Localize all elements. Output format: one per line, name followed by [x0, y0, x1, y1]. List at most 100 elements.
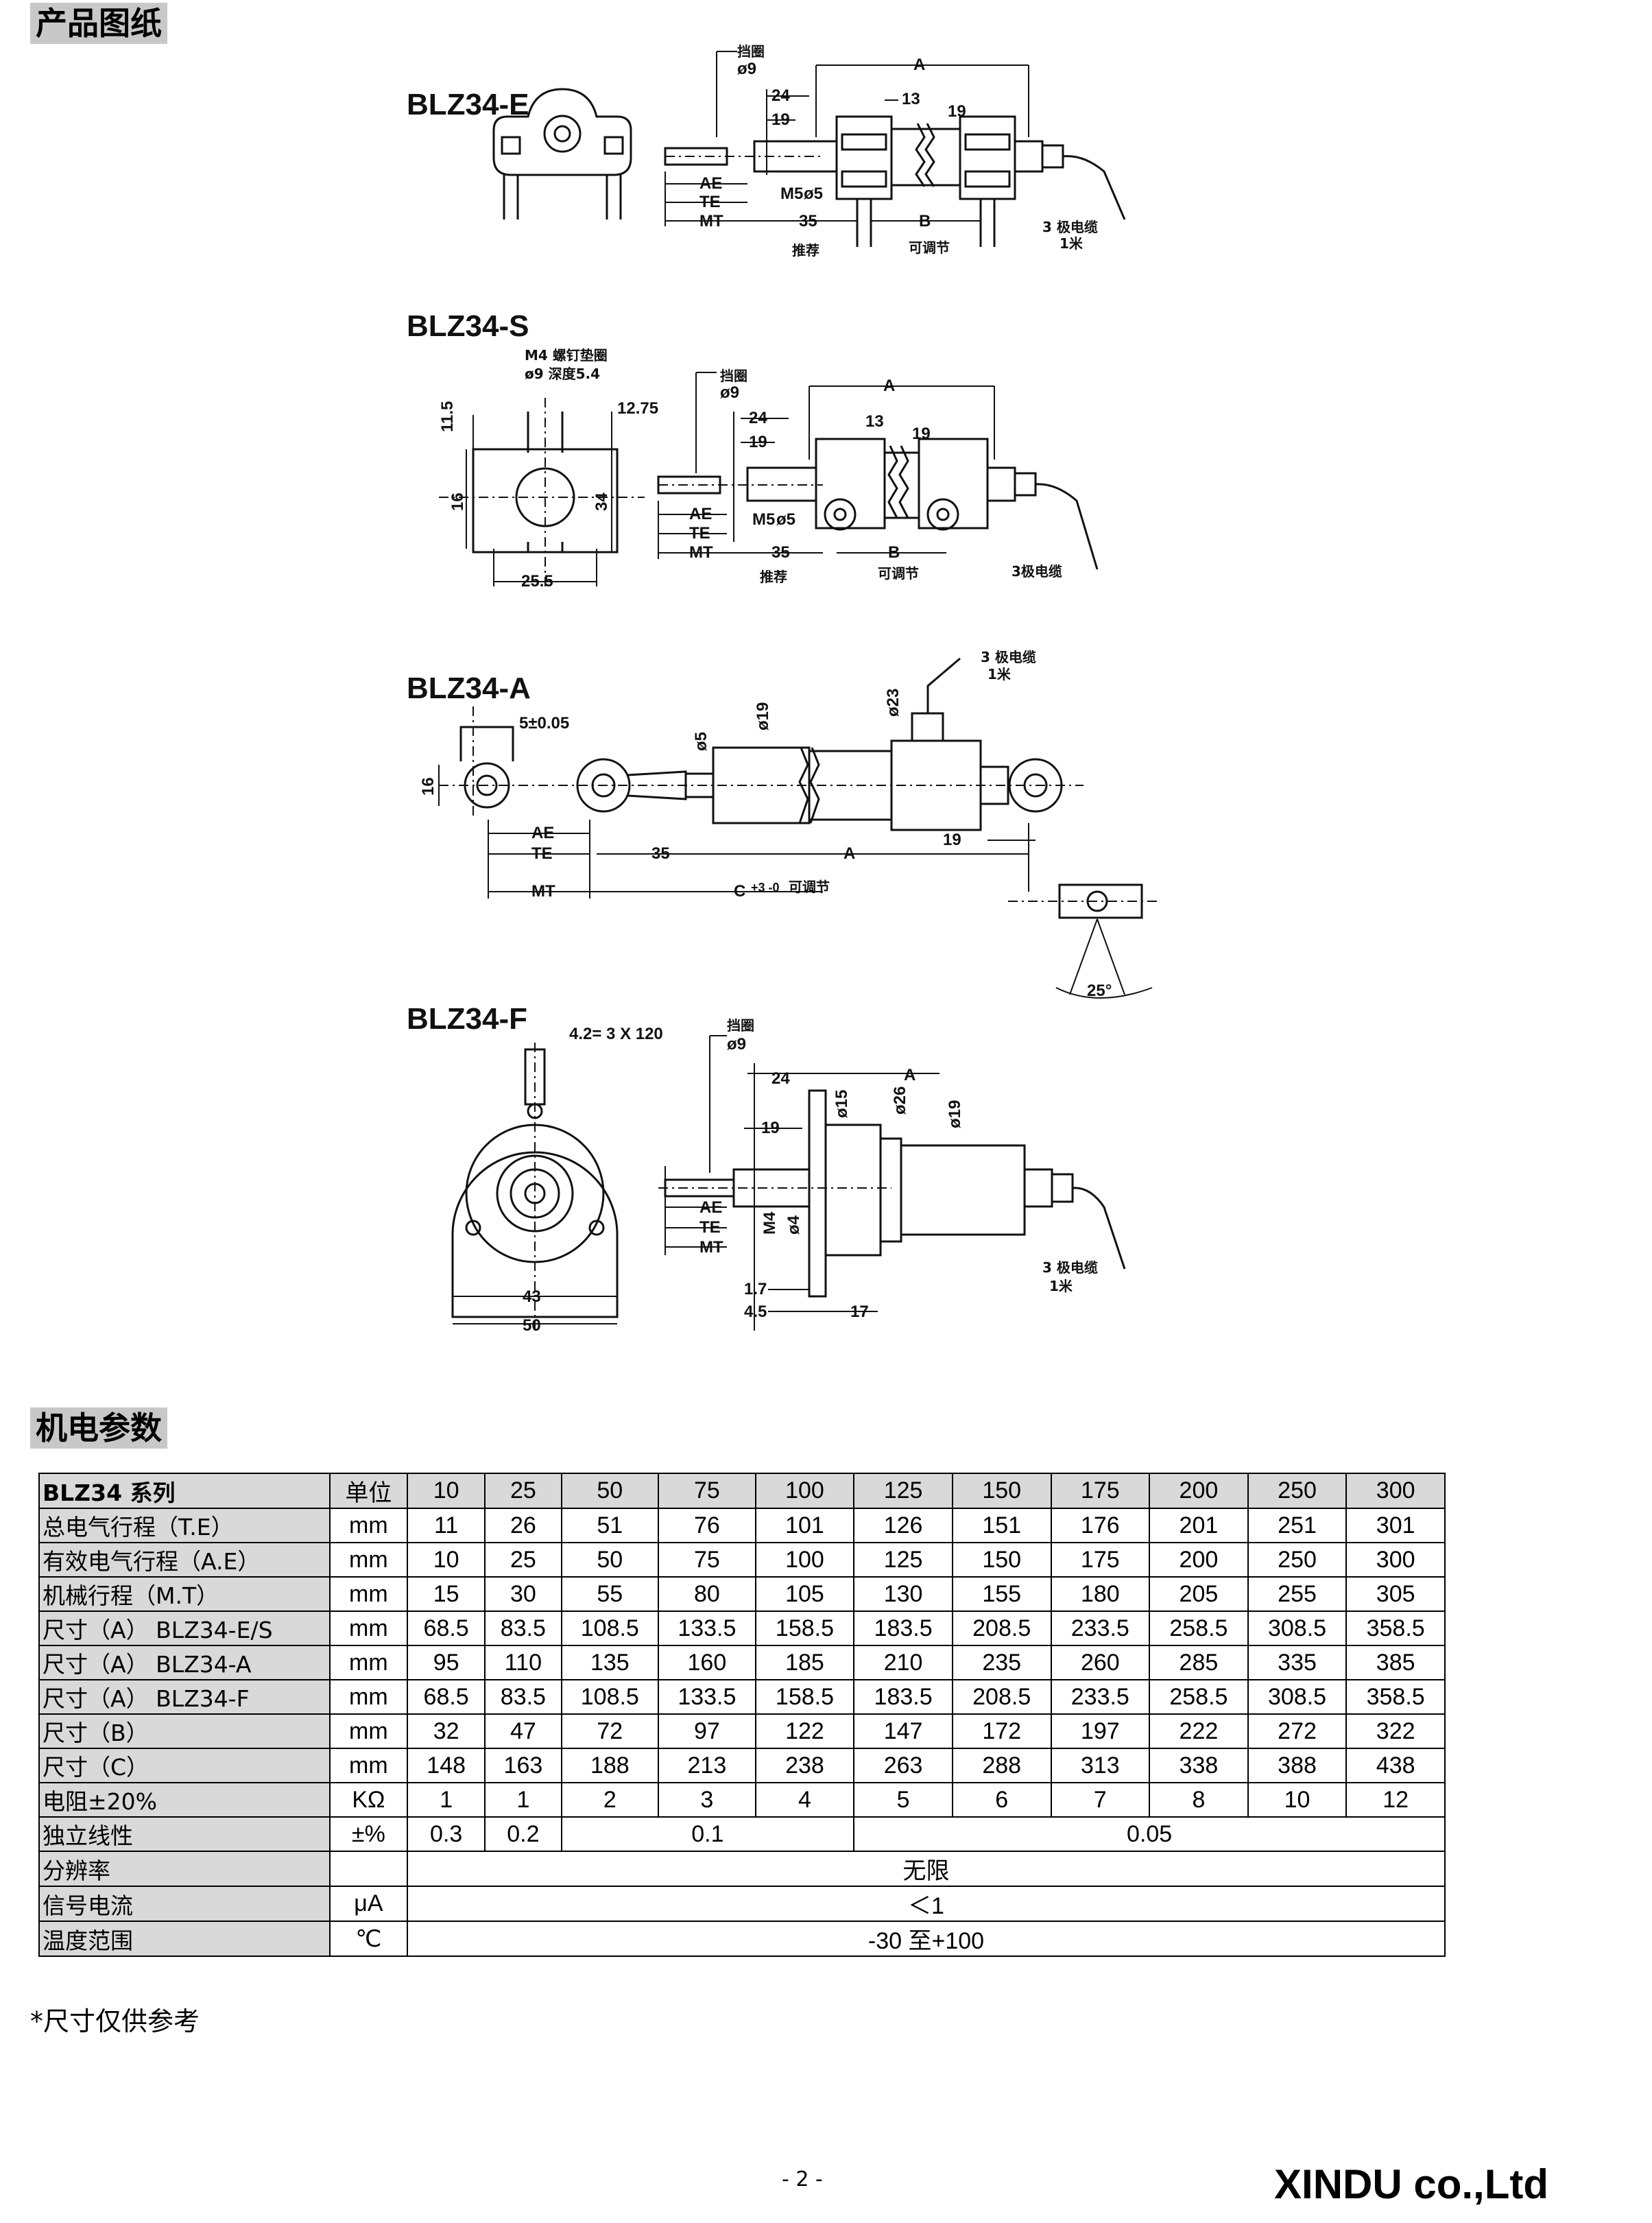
label-phi9-depth: ø9 深度5.4: [525, 366, 600, 382]
row-cell: 55: [560, 1576, 660, 1612]
dim-25-5: 25.5: [521, 572, 553, 591]
row-cell: 15: [407, 1576, 486, 1612]
row-cell: 338: [1149, 1748, 1249, 1783]
row-cell: 172: [951, 1713, 1052, 1749]
row-cell: 47: [484, 1713, 562, 1749]
dim-19: 19: [943, 831, 961, 849]
row-cell: 180: [1050, 1576, 1151, 1612]
header-value: 200: [1149, 1473, 1249, 1509]
dim-AE: AE: [689, 505, 712, 523]
row-cell: 51: [560, 1508, 660, 1543]
row-cell: 0.1: [560, 1816, 855, 1852]
label-cable: 3 极电缆: [1042, 1259, 1098, 1276]
row-cell: 5: [853, 1782, 953, 1818]
label-meter: 1米: [1060, 235, 1084, 252]
header-value: 150: [951, 1473, 1052, 1509]
model-blz34-f: BLZ34-F: [407, 1002, 527, 1036]
dim-B: B: [888, 543, 900, 562]
dim-34: 34: [592, 492, 611, 511]
dim-AE: AE: [531, 824, 554, 842]
row-cell: 110: [484, 1645, 562, 1680]
dim-A: A: [883, 377, 895, 395]
row-label: 信号电流: [38, 1886, 331, 1922]
row-cell: 2: [560, 1782, 660, 1818]
dim-19b: 19: [948, 102, 966, 121]
table-row-linearity: 独立线性 ±% 0.3 0.2 0.1 0.05: [38, 1816, 1446, 1852]
label-phi5: ø5: [804, 185, 823, 203]
dim-TE: TE: [699, 1218, 721, 1237]
header-series: BLZ34 系列: [38, 1473, 331, 1509]
row-label: 尺寸（A） BLZ34-F: [38, 1679, 331, 1715]
row-label: 尺寸（A） BLZ34-A: [38, 1645, 331, 1680]
row-cell: 32: [407, 1713, 486, 1749]
row-cell: 322: [1345, 1713, 1446, 1749]
dim-MT: MT: [689, 543, 713, 562]
dim-19: 19: [771, 110, 790, 129]
row-cell: 4: [754, 1782, 855, 1818]
row-cell: 233.5: [1050, 1679, 1151, 1715]
dim-35: 35: [771, 543, 790, 562]
dim-13: 13: [865, 412, 884, 431]
row-cell: 210: [853, 1645, 953, 1680]
row-cell: 80: [658, 1576, 756, 1612]
model-blz34-s: BLZ34-S: [407, 309, 529, 343]
label-recommend: 推荐: [792, 242, 819, 259]
row-cell: 238: [754, 1748, 855, 1783]
row-cell: 251: [1247, 1508, 1348, 1543]
dim-11-5: 11.5: [438, 401, 457, 432]
dim-tolerance: 5±0.05: [519, 714, 569, 733]
row-cell: 75: [658, 1542, 756, 1578]
label-phi5: ø5: [776, 510, 795, 529]
row-cell: 308.5: [1247, 1610, 1348, 1646]
label-cable: 3 极电缆: [981, 649, 1036, 665]
row-cell: 97: [658, 1713, 756, 1749]
row-cell: 72: [560, 1713, 660, 1749]
row-unit: mm: [328, 1610, 409, 1646]
label-phi19: ø19: [946, 1100, 964, 1128]
footnote: *尺寸仅供参考: [30, 2006, 200, 2036]
dim-17: 17: [850, 1303, 869, 1321]
drawings-section-title: 产品图纸: [30, 3, 167, 44]
label-cable: 3 极电缆: [1042, 219, 1098, 235]
row-unit: ±%: [328, 1816, 409, 1852]
row-cell: 163: [484, 1748, 562, 1783]
dim-TE: TE: [531, 844, 553, 863]
row-cell: 50: [560, 1542, 660, 1578]
header-value: 75: [658, 1473, 756, 1509]
label-phi9: ø9: [720, 383, 739, 402]
label-phi4: ø4: [785, 1215, 803, 1235]
label-phi9: ø9: [737, 60, 756, 78]
row-cell: 101: [754, 1508, 855, 1543]
dim-C: C: [734, 882, 745, 901]
row-cell: 438: [1345, 1748, 1446, 1783]
drawing-blz34-e: [492, 51, 1126, 247]
row-cell: 126: [853, 1508, 953, 1543]
row-cell: 183.5: [853, 1679, 953, 1715]
row-label: 机械行程（M.T）: [38, 1576, 331, 1612]
row-cell: 1: [407, 1782, 486, 1818]
row-cell: 125: [853, 1542, 953, 1578]
row-cell: 155: [951, 1576, 1052, 1612]
row-cell: 208.5: [951, 1679, 1052, 1715]
label-phi19: ø19: [754, 702, 772, 730]
label-adjustable: 可调节: [878, 565, 919, 582]
row-label: 温度范围: [38, 1921, 331, 1957]
drawing-blz34-s: [439, 372, 1099, 590]
dim-1-7: 1.7: [744, 1280, 767, 1298]
row-cell: 213: [658, 1748, 756, 1783]
row-cell: 233.5: [1050, 1610, 1151, 1646]
label-meter: 1米: [1049, 1278, 1073, 1294]
row-cell: 160: [658, 1645, 756, 1680]
label-meter: 1米: [987, 666, 1011, 682]
dim-24: 24: [771, 86, 790, 105]
row-cell: 250: [1247, 1542, 1348, 1578]
row-cell: 0.2: [484, 1816, 562, 1852]
row-cell: 197: [1050, 1713, 1151, 1749]
row-cell: 208.5: [951, 1610, 1052, 1646]
row-cell: 68.5: [407, 1679, 486, 1715]
